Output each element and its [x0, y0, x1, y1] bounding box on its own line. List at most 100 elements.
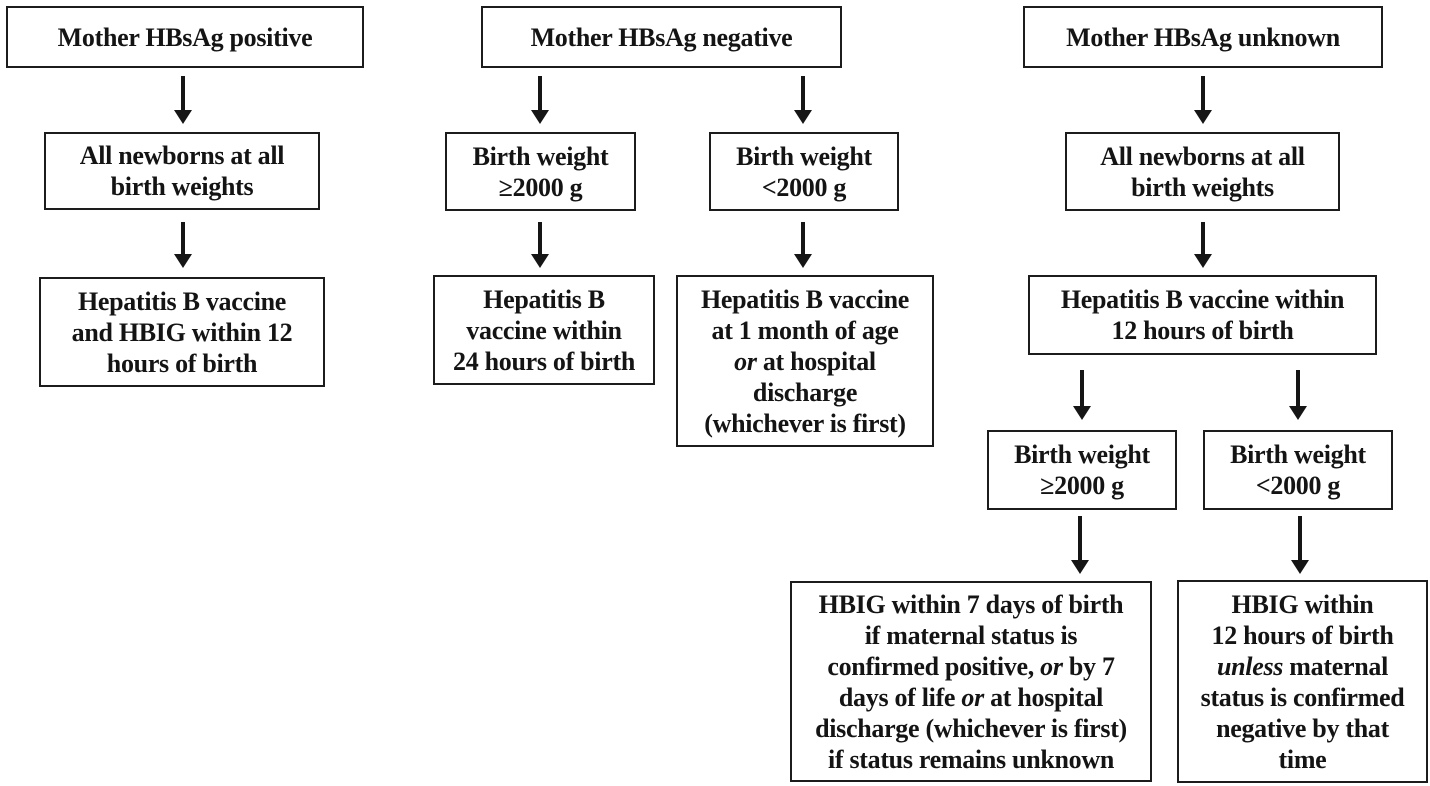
text-segment: and HBIG within 12: [71, 317, 293, 347]
text-line: Hepatitis B vaccine within: [1060, 284, 1345, 315]
text-line: or at hospital: [734, 346, 876, 377]
text-line: Hepatitis B: [483, 284, 605, 315]
text-line: HBIG within 7 days of birth: [819, 589, 1124, 620]
text-line: vaccine within: [466, 315, 622, 346]
node-all-newborns-unknown: All newborns at all birth weights: [1065, 132, 1340, 211]
text-segment: or: [734, 346, 757, 376]
text-line: Birth weight: [473, 141, 609, 172]
down-arrow: [1194, 76, 1212, 124]
text-segment: Hepatitis B vaccine: [77, 286, 287, 316]
node-mother-hbsag-positive: Mother HBsAg positive: [6, 6, 364, 68]
text-segment: <2000 g: [761, 172, 847, 202]
down-arrow: [794, 222, 812, 268]
node-hbig-12h-unless-negative: HBIG within 12 hours of birth unless mat…: [1177, 580, 1428, 783]
text-segment: All newborns at all: [79, 141, 285, 170]
text-segment: ≥2000 g: [1040, 471, 1124, 500]
text-segment: discharge (whichever is first): [815, 713, 1127, 743]
text-line: discharge (whichever is first): [815, 713, 1127, 744]
text-segment: Birth weight: [1230, 440, 1366, 469]
text-line: at 1 month of age: [712, 315, 899, 346]
text-line: time: [1279, 744, 1327, 775]
text-segment: All newborns at all: [1100, 141, 1305, 171]
node-mother-hbsag-unknown: Mother HBsAg unknown: [1023, 6, 1383, 68]
text-segment: Mother HBsAg unknown: [1066, 22, 1340, 52]
text-line: (whichever is first): [704, 408, 906, 439]
down-arrow: [1289, 370, 1307, 420]
text-line: hours of birth: [106, 348, 258, 379]
text-segment: Mother HBsAg negative: [530, 22, 793, 52]
down-arrow: [174, 76, 192, 124]
text-segment: Hepatitis B vaccine: [700, 284, 910, 314]
text-line: ≥2000 g: [499, 172, 583, 203]
text-segment: negative by that: [1216, 713, 1389, 743]
down-arrow: [531, 222, 549, 268]
text-segment: at 1 month of age: [711, 315, 899, 345]
text-segment: unless: [1216, 651, 1284, 681]
text-segment: 12 hours of birth: [1211, 620, 1394, 650]
text-line: 12 hours of birth: [1112, 315, 1294, 346]
text-segment: hours of birth: [106, 348, 258, 378]
text-segment: Hepatitis B vaccine within: [1060, 285, 1345, 314]
text-line: birth weights: [1131, 172, 1274, 203]
down-arrow: [1291, 516, 1309, 574]
node-vaccine-24h: Hepatitis B vaccine within 24 hours of b…: [433, 275, 655, 385]
text-line: Mother HBsAg unknown: [1066, 22, 1340, 53]
text-line: 24 hours of birth: [453, 346, 635, 377]
text-line: Hepatitis B vaccine: [701, 284, 909, 315]
text-segment: 24 hours of birth: [453, 346, 635, 376]
down-arrow: [531, 76, 549, 124]
text-line: Mother HBsAg negative: [531, 22, 793, 53]
text-segment: or: [961, 682, 984, 712]
text-line: and HBIG within 12: [72, 317, 293, 348]
text-segment: days of life: [838, 682, 962, 712]
text-line: negative by that: [1216, 713, 1389, 744]
text-line: if maternal status is: [865, 620, 1078, 651]
text-segment: at hospital: [983, 682, 1104, 712]
text-segment: Birth weight: [736, 141, 872, 171]
text-line: <2000 g: [1255, 470, 1341, 501]
text-line: if status remains unknown: [828, 744, 1114, 775]
text-segment: Birth weight: [472, 141, 609, 171]
text-segment: confirmed positive,: [827, 651, 1041, 681]
node-hbig-7days-if-positive-or-unknown: HBIG within 7 days of birth if maternal …: [790, 581, 1152, 782]
text-line: All newborns at all: [1100, 141, 1305, 172]
text-line: Birth weight: [1014, 439, 1150, 470]
node-vaccine-and-hbig-12h: Hepatitis B vaccine and HBIG within 12 h…: [39, 277, 325, 387]
text-segment: time: [1278, 744, 1327, 774]
text-line: Birth weight: [1230, 439, 1366, 470]
text-segment: HBIG within 7 days of birth: [818, 589, 1124, 619]
text-line: birth weights: [111, 171, 254, 202]
node-mother-hbsag-negative: Mother HBsAg negative: [481, 6, 842, 68]
text-line: <2000 g: [761, 172, 847, 203]
text-segment: 12 hours of birth: [1111, 316, 1294, 345]
text-line: ≥2000 g: [1040, 470, 1124, 501]
node-birth-weight-ge2000-unknown: Birth weight ≥2000 g: [987, 430, 1177, 510]
text-segment: maternal: [1283, 651, 1388, 681]
text-line: All newborns at all: [79, 140, 285, 171]
text-segment: at hospital: [756, 346, 876, 376]
text-line: HBIG within: [1232, 589, 1374, 620]
text-segment: by 7: [1062, 651, 1115, 681]
text-segment: HBIG within: [1231, 589, 1374, 619]
down-arrow: [1073, 370, 1091, 420]
text-segment: birth weights: [1131, 172, 1274, 202]
down-arrow: [794, 76, 812, 124]
text-segment: vaccine within: [466, 315, 622, 345]
down-arrow: [1194, 222, 1212, 268]
text-line: discharge: [753, 377, 857, 408]
text-segment: if maternal status is: [864, 620, 1078, 650]
down-arrow: [1071, 516, 1089, 574]
text-line: unless maternal: [1217, 651, 1388, 682]
text-line: Hepatitis B vaccine: [78, 286, 286, 317]
text-segment: (whichever is first): [704, 408, 906, 438]
text-line: status is confirmed: [1201, 682, 1405, 713]
text-segment: status is confirmed: [1200, 682, 1405, 712]
text-segment: birth weights: [110, 172, 254, 201]
down-arrow: [174, 222, 192, 268]
text-line: Birth weight: [736, 141, 872, 172]
node-birth-weight-ge2000-negative: Birth weight ≥2000 g: [445, 132, 636, 211]
text-line: confirmed positive, or by 7: [827, 651, 1115, 682]
text-line: Mother HBsAg positive: [58, 22, 313, 53]
text-segment: <2000 g: [1255, 471, 1341, 500]
node-birth-weight-lt2000-unknown: Birth weight <2000 g: [1203, 430, 1393, 510]
